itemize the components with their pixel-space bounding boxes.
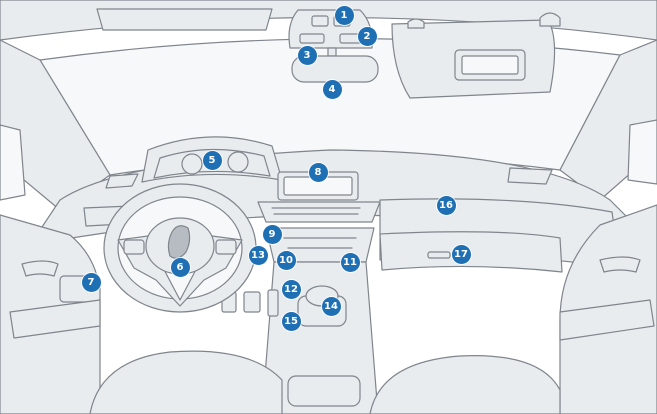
glove-box-lid (379, 231, 563, 273)
marker-9: 9 (262, 224, 282, 244)
visor-hinge (407, 18, 425, 29)
driver-door-handle (21, 260, 59, 277)
marker-12: 12 (281, 279, 301, 299)
dial-left (181, 153, 203, 175)
marker-3: 3 (297, 45, 317, 65)
marker-14: 14 (321, 296, 341, 316)
marker-15: 15 (281, 311, 301, 331)
marker-2: 2 (357, 26, 377, 46)
marker-17: 17 (451, 244, 471, 264)
peugeot-lion-logo-icon (167, 225, 191, 259)
marker-11: 11 (340, 252, 360, 272)
control-switch-row (283, 237, 357, 249)
visor-clip (539, 12, 561, 27)
driver-seat-back (89, 350, 283, 414)
central-vents (257, 201, 381, 223)
glove-box-handle (427, 251, 451, 259)
left-side-window (0, 124, 26, 201)
sun-strip (96, 8, 273, 31)
cup-holders (287, 375, 361, 407)
driver-door-armrest (9, 299, 101, 339)
marker-16: 16 (436, 195, 456, 215)
marker-10: 10 (276, 250, 296, 270)
pedal-accelerator (267, 289, 279, 317)
wheel-right-buttons (215, 239, 237, 255)
roof-console-lamp-c (299, 33, 325, 44)
marker-6: 6 (170, 257, 190, 277)
passenger-door-handle (599, 256, 641, 273)
dial-right (227, 151, 249, 173)
passenger-seat-back (369, 355, 561, 414)
roof-console-lamp-a (311, 15, 329, 27)
marker-7: 7 (81, 272, 101, 292)
vent-slats (271, 207, 361, 215)
right-side-vent (507, 167, 553, 185)
wheel-left-buttons (123, 239, 145, 255)
marker-4: 4 (322, 79, 342, 99)
marker-8: 8 (308, 162, 328, 182)
pedal-brake (243, 291, 261, 313)
left-side-vent (105, 173, 139, 189)
marker-5: 5 (202, 150, 222, 170)
vanity-mirror-glass (461, 55, 519, 75)
mirror-stem (327, 47, 337, 57)
marker-1: 1 (334, 5, 354, 25)
right-side-window (627, 119, 657, 185)
marker-13: 13 (248, 245, 268, 265)
passenger-door-armrest (559, 299, 655, 341)
